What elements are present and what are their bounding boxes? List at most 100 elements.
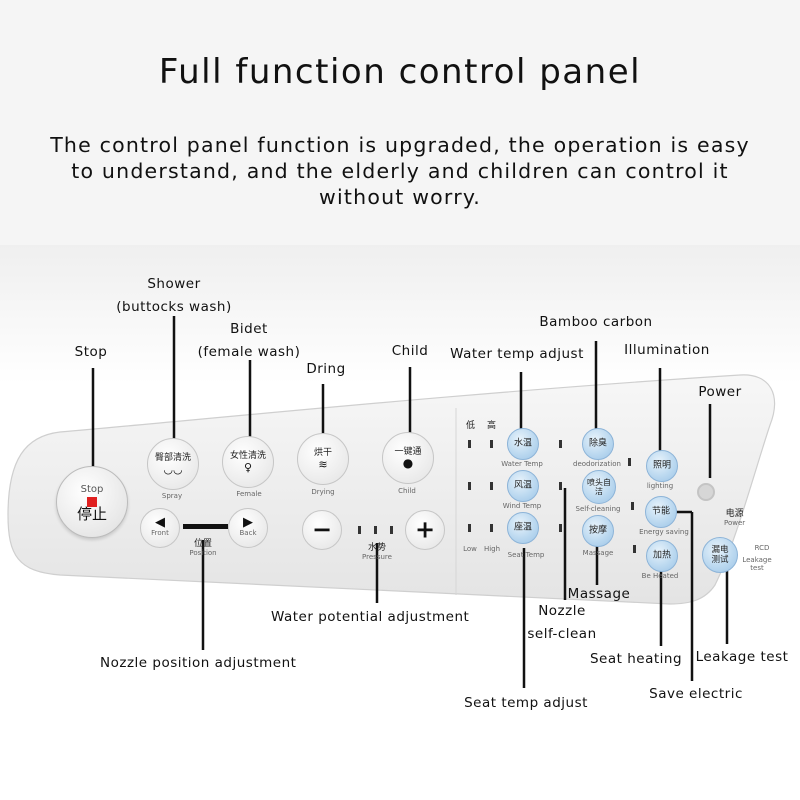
selfclean-cn: 喷头自洁 (587, 478, 611, 496)
description: The control panel function is upgraded, … (50, 133, 750, 209)
water-temp-cn: 水温 (513, 438, 533, 449)
nozzle-back-button[interactable]: ▶Back (228, 508, 268, 548)
callout-shower-line1: Shower (147, 276, 201, 292)
female-caption: Female (236, 490, 262, 498)
stop-button[interactable]: Stop 停止 (56, 466, 128, 538)
self-clean-button[interactable]: 喷头自洁 (582, 470, 616, 504)
callout-bidet-line2: (female wash) (197, 344, 301, 360)
lighting-button[interactable]: 照明 (646, 450, 678, 482)
drying-cn: 烘干 (313, 448, 333, 458)
callout-bamboo: Bamboo carbon (539, 314, 653, 330)
rcd-label: RCD (754, 544, 770, 552)
lighting-caption: lighting (646, 482, 674, 490)
callout-stop: Stop (74, 344, 108, 360)
callout-save-electric: Save electric (649, 686, 743, 702)
stop-indicator (86, 497, 97, 507)
stop-en-label: Stop (80, 484, 104, 495)
selfclean-caption: Self-cleaning (575, 505, 621, 513)
heating-cn: 加热 (652, 550, 672, 561)
callout-seat-temp: Seat temp adjust (464, 695, 588, 711)
arrow-right-icon: ▶ (243, 515, 253, 530)
nozzle-front-button[interactable]: ◀Front (140, 508, 180, 548)
water-temp-button[interactable]: 水温 (507, 428, 539, 460)
high-cn: 高 (487, 421, 497, 431)
spray-caption: Spray (161, 492, 183, 500)
lighting-cn: 照明 (652, 460, 672, 471)
high-caption: High (483, 545, 501, 553)
callout-shower-line2: (buttocks wash) (116, 299, 232, 315)
front-label: Front (151, 529, 169, 537)
spray-cn: 臀部清洗 (154, 453, 192, 463)
power-cn: 电源 (725, 509, 744, 519)
callout-bidet-line1: Bidet (230, 321, 268, 337)
heating-caption: Be Heated (641, 572, 679, 580)
deodorization-button[interactable]: 除臭 (582, 428, 614, 460)
position-caption: 位置 Position (189, 536, 216, 557)
seat-temp-button[interactable]: 座温 (507, 512, 539, 544)
deodor-cn: 除臭 (588, 438, 608, 449)
seat-temp-cn: 座温 (513, 522, 533, 533)
callout-shower: Shower (buttocks wash) (116, 273, 231, 319)
power-caption: 电源 Power (724, 506, 745, 527)
wind-temp-caption: Wind Temp (502, 502, 542, 510)
callout-power: Power (698, 384, 742, 400)
seat-temp-caption: Seat Temp (507, 551, 545, 559)
leak-caption: Leakage test (742, 556, 772, 572)
callout-nozzle-line2: self-clean (527, 626, 597, 642)
position-cn: 位置 (193, 539, 213, 549)
massage-caption: Massage (582, 549, 614, 557)
pressure-cn: 水势 (367, 543, 387, 553)
massage-button[interactable]: 按摩 (582, 515, 614, 547)
wind-temp-cn: 风温 (513, 480, 533, 491)
child-cn: 一键通 (394, 447, 422, 457)
callout-water-temp: Water temp adjust (450, 346, 584, 362)
callout-leakage: Leakage test (695, 649, 789, 665)
female-cn: 女性清洗 (229, 451, 267, 461)
female-icon: ♀ (243, 461, 253, 474)
energy-caption: Energy saving (639, 528, 689, 536)
power-led-icon (697, 483, 715, 501)
deodor-caption: deodorization (573, 460, 621, 468)
callout-child: Child (391, 343, 429, 359)
spray-icon: ◡◡ (163, 463, 183, 476)
power-en: Power (724, 519, 746, 527)
drying-icon: ≋ (318, 458, 328, 471)
pressure-caption: 水势 Pressure (362, 540, 392, 561)
energy-saving-button[interactable]: 节能 (645, 496, 677, 528)
low-cn: 低 (466, 421, 476, 431)
child-icon: ● (402, 456, 414, 470)
massage-cn: 按摩 (588, 525, 608, 536)
callout-nozzle-line1: Nozzle (538, 603, 586, 619)
seat-heating-button[interactable]: 加热 (646, 540, 678, 572)
drying-button[interactable]: 烘干≋ (297, 433, 349, 485)
back-label: Back (239, 529, 257, 537)
leak-cn: 漏电测试 (711, 545, 729, 565)
plus-icon: + (414, 515, 436, 544)
wind-temp-button[interactable]: 风温 (507, 470, 539, 502)
callout-nozzle-clean: Nozzle self-clean (527, 600, 596, 646)
callout-water-potential: Water potential adjustment (271, 609, 470, 625)
title: Full function control panel (158, 52, 642, 92)
leakage-test-button[interactable]: 漏电测试 (702, 537, 738, 573)
callout-nozzle-position: Nozzle position adjustment (100, 655, 297, 671)
child-button[interactable]: 一键通● (382, 432, 434, 484)
energy-cn: 节能 (651, 506, 671, 517)
pressure-en: Pressure (362, 553, 392, 561)
callout-dring: Dring (306, 361, 346, 377)
spray-button[interactable]: 臀部清洗◡◡ (147, 438, 199, 490)
callout-bidet: Bidet (female wash) (198, 318, 301, 364)
low-caption: Low (463, 545, 477, 553)
position-en: Position (189, 549, 217, 557)
drying-caption: Drying (311, 488, 335, 496)
female-button[interactable]: 女性清洗♀ (222, 436, 274, 488)
pressure-minus-button[interactable]: − (302, 510, 342, 550)
child-caption: Child (398, 487, 416, 495)
callout-illumination: Illumination (624, 342, 710, 358)
minus-icon: − (311, 515, 333, 544)
pressure-plus-button[interactable]: + (405, 510, 445, 550)
callout-seat-heating: Seat heating (589, 651, 683, 667)
water-temp-caption: Water Temp (501, 460, 543, 468)
callout-massage: Massage (567, 586, 631, 602)
arrow-left-icon: ◀ (155, 515, 165, 530)
